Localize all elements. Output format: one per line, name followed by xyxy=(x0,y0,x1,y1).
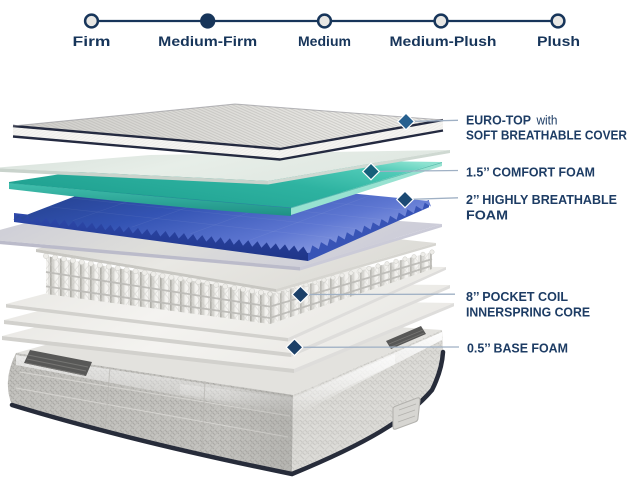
svg-text:FOAM: FOAM xyxy=(466,207,508,222)
svg-text:0.5’’ BASE FOAM: 0.5’’ BASE FOAM xyxy=(467,341,568,356)
svg-text:8’’ POCKET COIL: 8’’ POCKET COIL xyxy=(466,289,568,304)
svg-text:with: with xyxy=(536,112,558,127)
svg-text:1.5’’ COMFORT FOAM: 1.5’’ COMFORT FOAM xyxy=(466,164,595,179)
svg-text:SOFT BREATHABLE COVER: SOFT BREATHABLE COVER xyxy=(466,127,628,142)
svg-text:INNERSPRING CORE: INNERSPRING CORE xyxy=(466,305,590,320)
svg-text:Medium-Firm: Medium-Firm xyxy=(158,34,257,49)
svg-text:2’’ HIGHLY BREATHABLE: 2’’ HIGHLY BREATHABLE xyxy=(466,192,617,207)
svg-text:Plush: Plush xyxy=(537,34,580,49)
svg-text:EURO-TOP: EURO-TOP xyxy=(466,112,531,127)
svg-text:Firm: Firm xyxy=(73,34,111,49)
svg-text:Medium: Medium xyxy=(298,34,351,49)
svg-text:Medium-Plush: Medium-Plush xyxy=(390,34,497,49)
